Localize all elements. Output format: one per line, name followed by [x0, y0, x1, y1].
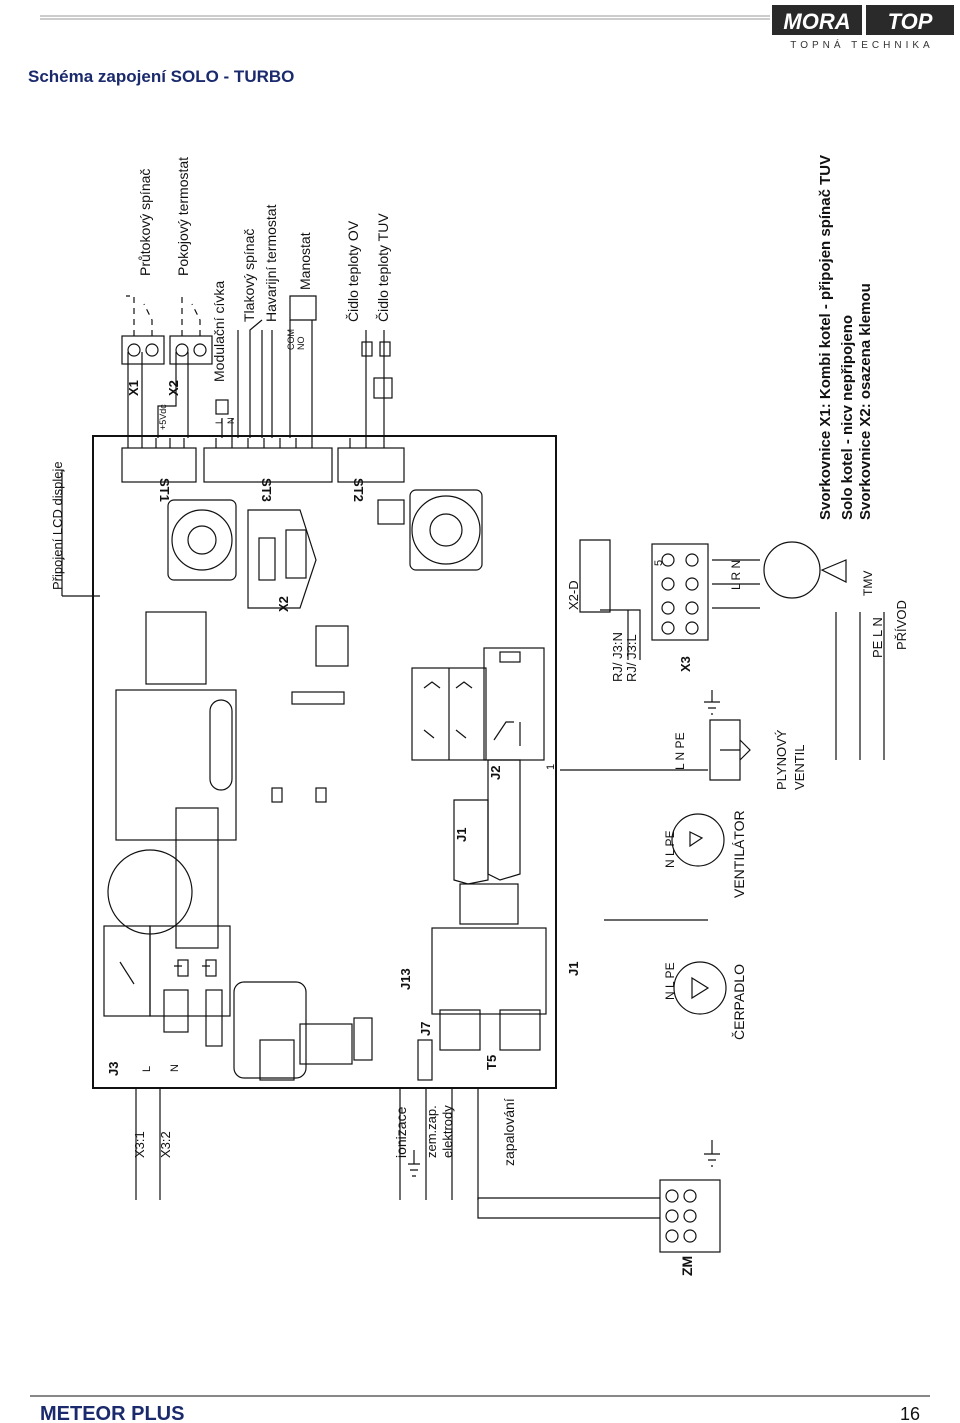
terminal-x2 [169, 335, 213, 365]
note-1: Svorkovnice X1: Kombi kotel - připojen s… [817, 155, 834, 520]
label-st1: ST1 [157, 478, 172, 502]
upper-wiring [61, 319, 385, 597]
label-cidlo-tuv: Čidlo teploty TUV [375, 213, 391, 322]
label-x3-2: X3:2 [158, 1131, 173, 1158]
label-pe-l-n: PE L N [870, 617, 885, 658]
footer: METEOR PLUS 16 [30, 1395, 930, 1423]
label-j13: J13 [398, 968, 413, 990]
label-n-l-pe-vent: N L PE [663, 830, 677, 868]
label-x2-board: X2 [276, 596, 291, 612]
label-modulacni: Modulační cívka [211, 281, 227, 382]
note-2: Solo kotel - nicv nepřipojeno [839, 315, 856, 520]
label-ionizace: ionizace [393, 1106, 409, 1158]
label-l-n-pe: L N PE [673, 732, 687, 770]
label-pin-n: N [169, 1064, 181, 1072]
label-j7: J7 [418, 1022, 433, 1036]
label-st2: ST2 [351, 478, 366, 502]
label-l-r-n: L R N [729, 560, 743, 590]
label-manostat: Manostat [297, 232, 313, 290]
header: MORA TOP TOPNÁ TECHNIKA Schéma zapojení … [28, 5, 954, 86]
label-havarijni: Havarijní termostat [263, 204, 279, 322]
label-tmv: TMV [861, 571, 875, 596]
label-prvod: PŘÍVOD [894, 600, 909, 650]
label-tlakovy: Tlakový spínač [241, 229, 257, 322]
label-zm: ZM [679, 1256, 695, 1276]
label-no: NO [296, 337, 306, 351]
label-elektrody: elektrody [440, 1105, 455, 1158]
label-x3: X3 [678, 656, 693, 672]
label-l-small: L [214, 419, 224, 424]
footer-page-number: 16 [900, 1404, 920, 1423]
label-durchfluss: Průtokový spínač [137, 169, 153, 276]
label-ventilator: VENTILÁTOR [731, 810, 747, 898]
zm-terminal [659, 1179, 721, 1253]
logo-subtitle: TOPNÁ TECHNIKA [790, 38, 933, 51]
label-st3: ST3 [259, 478, 274, 502]
label-pin-l: L [141, 1066, 153, 1072]
label-j1b: J1 [566, 962, 581, 976]
logo-top: TOP [888, 9, 933, 34]
label-v5: +5Vdc [158, 404, 168, 430]
label-x3-1: X3:1 [132, 1131, 147, 1158]
label-rj-n: RJ/ J3:N [610, 632, 625, 682]
label-pokojovy: Pokojový termostat [175, 157, 191, 276]
label-j3: J3 [106, 1062, 121, 1076]
label-n-small: N [226, 418, 236, 425]
logo-mora: MORA [783, 9, 850, 34]
label-five: 5 [653, 560, 665, 566]
label-x2: X2 [166, 380, 181, 396]
label-x2d: X2-D [566, 580, 581, 610]
left-wiring [135, 1088, 720, 1219]
page-title: Schéma zapojení SOLO - TURBO [28, 67, 294, 86]
label-rj-l: RJ/ J3:L [624, 634, 639, 682]
company-logo: MORA TOP TOPNÁ TECHNIKA [772, 5, 954, 51]
label-plynovy: PLYNOVÝ [774, 729, 789, 790]
connector-st2 [337, 438, 405, 483]
control-board [92, 435, 557, 1089]
footer-product: METEOR PLUS [40, 1403, 184, 1423]
label-zem-zap: zem.zap. [424, 1105, 439, 1158]
label-ventil: VENTIL [792, 744, 807, 790]
connector-st3 [203, 438, 333, 483]
label-cerpadlo: ČERPADLO [731, 964, 747, 1040]
label-j2: J2 [488, 766, 503, 780]
label-x1: X1 [126, 380, 141, 396]
terminal-x1 [121, 335, 165, 365]
note-3: Svorkovnice X2: osazena klemou [857, 283, 874, 520]
label-one: 1 [545, 764, 557, 770]
label-cidlo-ov: Čidlo teploty OV [345, 220, 361, 322]
switch-symbols [126, 295, 393, 415]
label-t5: T5 [484, 1055, 499, 1070]
label-n-l-pe-pump: N L PE [663, 962, 677, 1000]
label-com: COM [286, 329, 296, 350]
label-j1a: J1 [454, 828, 469, 842]
connector-st1 [121, 438, 197, 483]
label-zapalovani: zapalování [501, 1098, 517, 1166]
right-wiring [560, 541, 885, 1015]
x2d-connector [579, 539, 611, 613]
label-lcd: Připojení LCD displeje [50, 461, 65, 590]
x3-terminal [651, 543, 709, 641]
